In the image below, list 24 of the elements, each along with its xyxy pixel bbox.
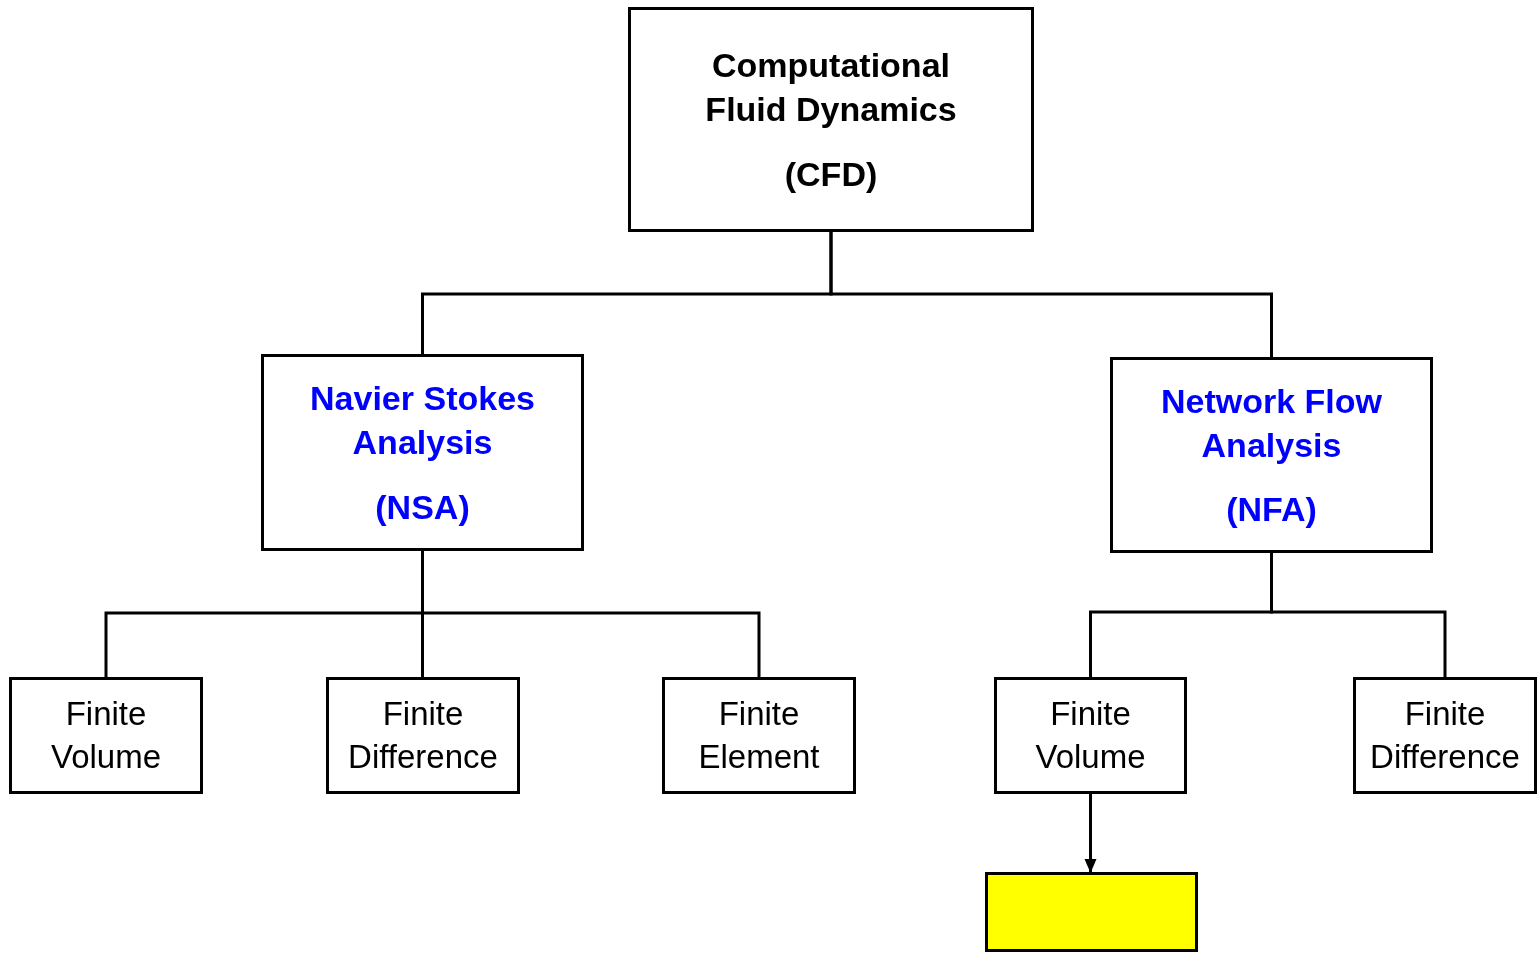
connector-line	[421, 551, 761, 677]
node-title: Network Flow Analysis	[1160, 380, 1383, 466]
category-box	[628, 7, 1034, 232]
node-title: Finite Volume	[1034, 693, 1147, 777]
method-box	[326, 677, 520, 794]
node-abbreviation: (NSA)	[375, 486, 470, 528]
node-title: Finite Difference	[347, 693, 499, 777]
connector-line	[829, 232, 1273, 357]
method-box	[662, 677, 856, 794]
method-box	[9, 677, 203, 794]
method-box	[1353, 677, 1537, 794]
highlight-box	[985, 872, 1198, 952]
node-abbreviation: (NFA)	[1226, 489, 1317, 531]
node-title: Finite Volume	[49, 693, 163, 777]
node-abbreviation: (CFD)	[784, 153, 878, 195]
arrow	[1084, 794, 1097, 873]
node-title: Finite Element	[697, 693, 821, 777]
node-title: Computational Fluid Dynamics	[704, 45, 958, 131]
connector-line	[1270, 553, 1447, 677]
category-box	[261, 354, 584, 551]
method-box	[994, 677, 1187, 794]
node-title: Finite Difference	[1369, 693, 1521, 777]
node-title: Navier Stokes Analysis	[309, 378, 536, 464]
category-box	[1110, 357, 1433, 553]
